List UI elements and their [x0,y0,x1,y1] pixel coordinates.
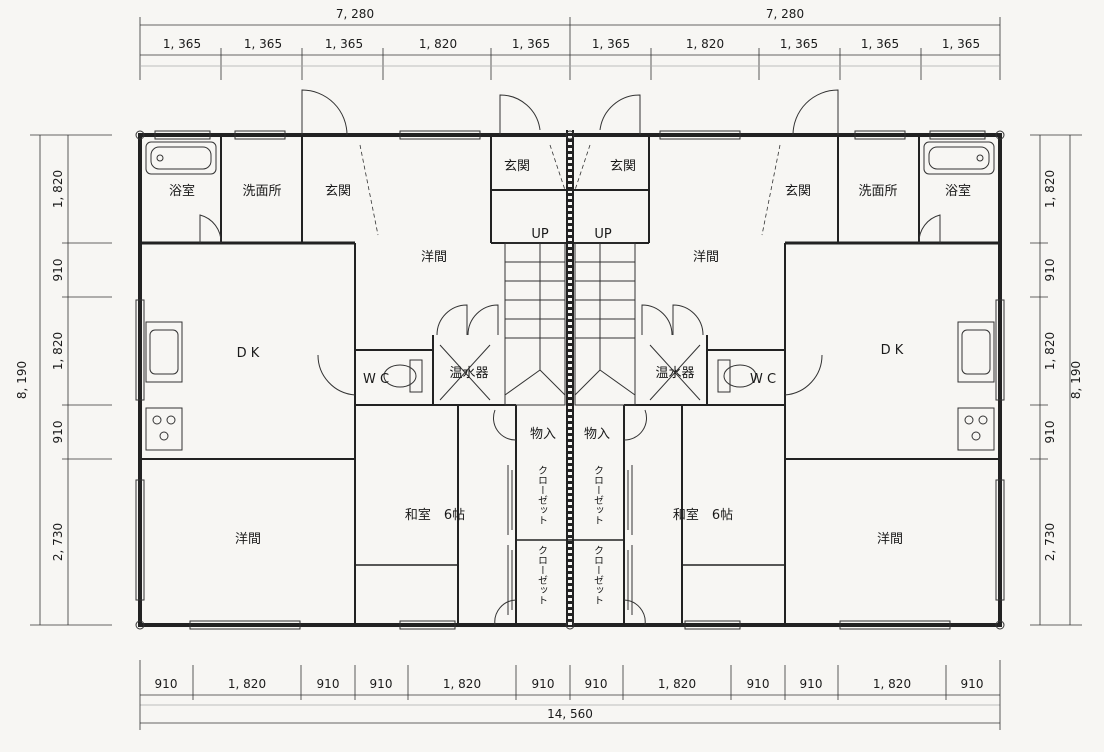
column-markers [135,130,1005,630]
right-seg-2: 910 [1043,259,1057,282]
left-unit-fixtures [135,89,566,630]
bottom-seg-9: 910 [747,677,770,691]
top-overall-right: 7, 280 [766,7,804,21]
right-entrance-label: 玄関 [785,184,811,199]
left-dk-label: D K [237,346,260,361]
door-swings [574,89,941,626]
top-seg-2: 1, 365 [244,37,282,51]
kitchen-counter [145,321,183,451]
bottom-seg-3: 910 [317,677,340,691]
top-segment-labels: 1, 365 1, 365 1, 365 1, 820 1, 365 1, 36… [163,37,980,51]
right-entrance2-label: 玄関 [610,159,636,174]
left-seg-1: 1, 820 [51,170,65,208]
right-western-south-label: 洋間 [877,532,903,547]
right-closet-1-label: クローゼット [592,465,604,525]
closet-doors [507,465,513,615]
left-western-north-label: 洋間 [421,250,447,265]
left-dimension-lines [30,134,112,626]
top-seg-3: 1, 365 [325,37,363,51]
right-unit-walls [570,89,1005,630]
stairs [574,242,636,406]
kitchen-counter [957,321,995,451]
right-closet-2-label: クローゼット [592,545,604,605]
left-storage-label: 物入 [530,427,556,442]
closet-doors [627,465,633,615]
left-water-heater-label: 温水器 [449,366,488,381]
right-overall: 8, 190 [1069,361,1083,399]
right-seg-4: 910 [1043,421,1057,444]
windows [135,130,481,630]
bottom-seg-12: 910 [961,677,984,691]
top-seg-9: 1, 365 [861,37,899,51]
bottom-seg-11: 1, 820 [873,677,911,691]
top-seg-7: 1, 820 [686,37,724,51]
right-up-label: UP [594,227,612,242]
bottom-dimension-lines [139,660,1001,730]
bottom-seg-4: 910 [370,677,393,691]
left-seg-2: 910 [51,259,65,282]
bottom-seg-5: 1, 820 [443,677,481,691]
bathtub [923,141,995,175]
top-seg-8: 1, 365 [780,37,818,51]
top-dimension-lines [139,17,1001,80]
right-bath-label: 浴室 [945,183,971,199]
water-heater-marks [649,344,701,401]
left-overall: 8, 190 [15,361,29,399]
water-heater-marks [439,344,491,401]
left-seg-4: 910 [51,421,65,444]
bottom-seg-7: 910 [585,677,608,691]
toilet [383,359,423,393]
left-up-label: UP [531,227,549,242]
top-overall-left: 7, 280 [336,7,374,21]
windows [659,130,1005,630]
bottom-seg-1: 910 [155,677,178,691]
right-storage-label: 物入 [584,427,610,442]
top-seg-6: 1, 365 [592,37,630,51]
left-wc-label: W C [363,372,389,387]
top-seg-10: 1, 365 [942,37,980,51]
bottom-segment-labels: 910 1, 820 910 910 1, 820 910 910 1, 820… [155,677,984,691]
right-dk-label: D K [881,343,904,358]
left-washroom-label: 洗面所 [242,184,281,199]
bathtub [145,141,217,175]
left-closet-1-label: クローゼット [536,465,548,525]
right-washroom-label: 洗面所 [858,184,897,199]
right-japanese-room-label: 和室 6帖 [673,507,733,523]
left-closet-2-label: クローゼット [536,545,548,605]
right-water-heater-label: 温水器 [655,366,694,381]
top-seg-1: 1, 365 [163,37,201,51]
bottom-seg-10: 910 [800,677,823,691]
toilet [717,359,757,393]
door-swings [199,89,566,626]
left-bath-label: 浴室 [169,183,195,199]
right-western-north-label: 洋間 [693,250,719,265]
stairs [504,242,566,406]
left-entrance2-label: 玄関 [504,159,530,174]
bottom-seg-8: 1, 820 [658,677,696,691]
bottom-total: 14, 560 [547,707,593,721]
right-seg-5: 2, 730 [1043,523,1057,561]
left-seg-5: 2, 730 [51,523,65,561]
left-japanese-room-label: 和室 6帖 [405,507,465,523]
right-seg-3: 1, 820 [1043,332,1057,370]
right-dimension-lines [1030,134,1082,626]
bottom-seg-2: 1, 820 [228,677,266,691]
right-seg-1: 1, 820 [1043,170,1057,208]
left-entrance-label: 玄関 [325,184,351,199]
top-seg-5: 1, 365 [512,37,550,51]
right-wc-label: W C [750,372,776,387]
exterior-walls [138,130,1002,627]
left-western-south-label: 洋間 [235,532,261,547]
bottom-seg-6: 910 [532,677,555,691]
top-seg-4: 1, 820 [419,37,457,51]
left-seg-3: 1, 820 [51,332,65,370]
